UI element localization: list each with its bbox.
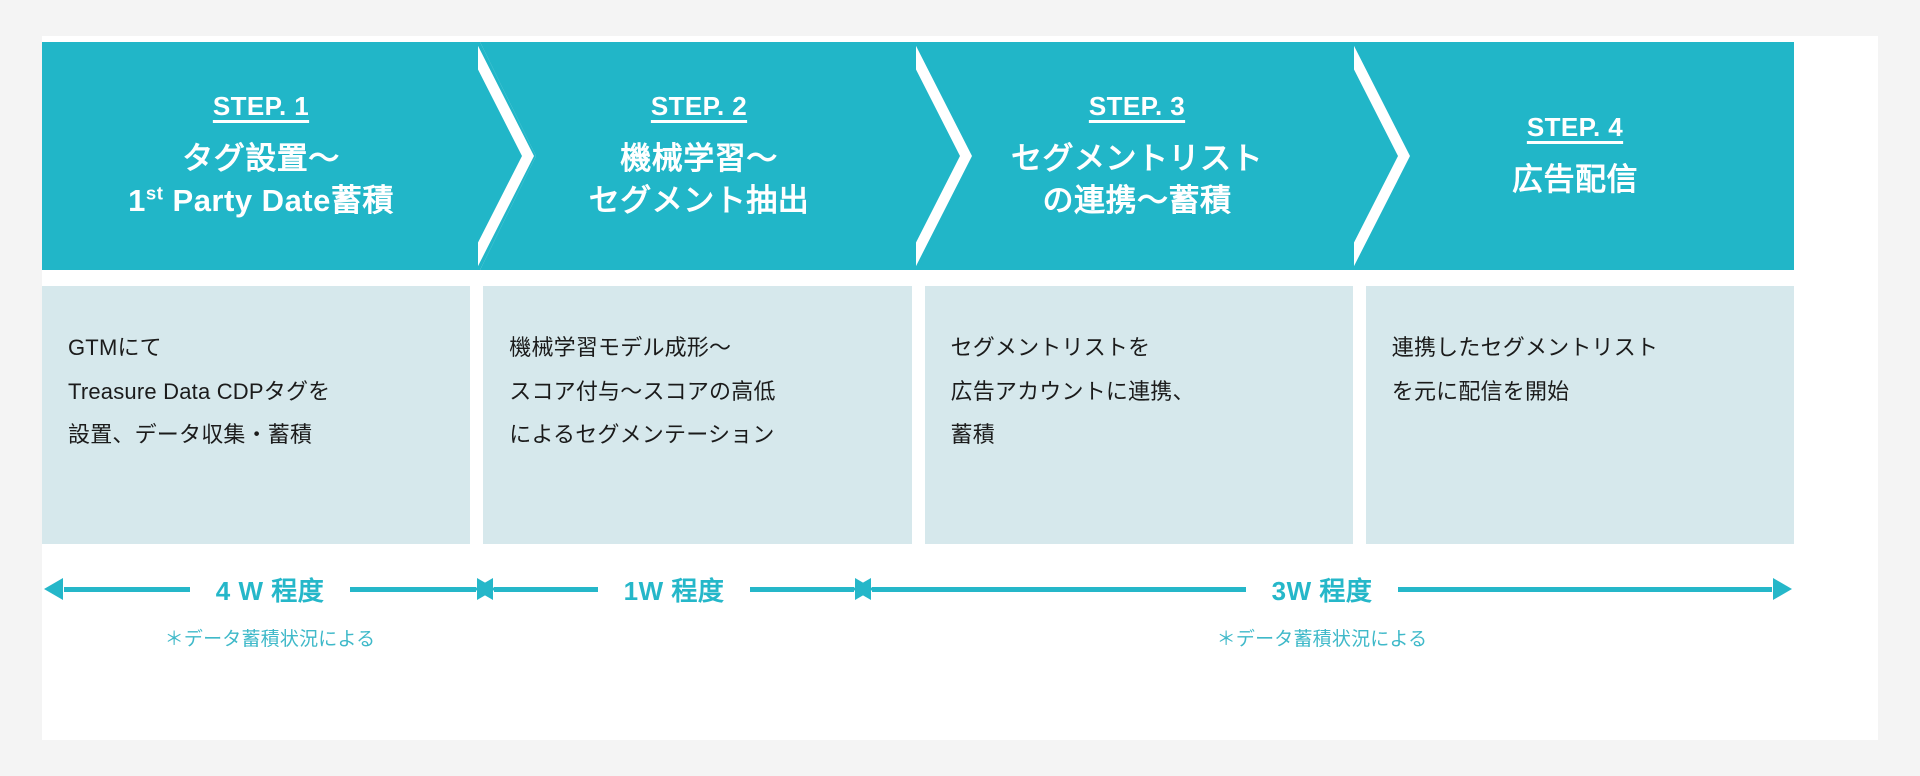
step-header-2[interactable]: STEP. 2 機械学習〜 セグメント抽出 <box>480 42 974 270</box>
step-title-2: 機械学習〜 セグメント抽出 <box>589 138 810 221</box>
timeline-segment-1: 4 W 程度 ＊データ蓄積状況による <box>64 566 477 676</box>
step-title-3: セグメントリスト の連携〜蓄積 <box>1011 138 1263 221</box>
arrow-left-icon <box>64 586 190 592</box>
timeline-segment-2: 1W 程度 <box>494 566 855 676</box>
step-body-line: 機械学習モデル成形〜 <box>509 335 732 360</box>
step-header-1[interactable]: STEP. 1 タグ設置〜 1st Party Date蓄積 <box>42 42 536 270</box>
timeline-arrow-1: 4 W 程度 <box>64 566 477 612</box>
step-number-label-1: STEP. 1 <box>212 90 310 121</box>
timeline-note-1: ＊データ蓄積状況による <box>164 629 376 650</box>
step-title-line2-1: 1st Party Date蓄積 <box>128 180 394 222</box>
timeline-label-1: 4 W 程度 <box>215 575 325 606</box>
step-body-2: 機械学習モデル成形〜 スコア付与〜スコアの高低 によるセグメンテーション <box>483 286 912 544</box>
step-header-3[interactable]: STEP. 3 セグメントリスト の連携〜蓄積 <box>918 42 1412 270</box>
arrow-right-icon <box>1398 586 1773 592</box>
step-title-line1-4: 広告配信 <box>1512 161 1638 197</box>
step-body-line: 広告アカウントに連携、 <box>950 378 1195 404</box>
arrow-left-icon <box>872 586 1246 592</box>
step-title-line2-2: セグメント抽出 <box>588 182 810 218</box>
step-title-line2-3: の連携〜蓄積 <box>1042 182 1232 218</box>
step-number-label-4: STEP. 4 <box>1526 111 1624 142</box>
timeline-label-2: 1W 程度 <box>623 575 725 606</box>
step-title-line1-1: タグ設置〜 <box>182 140 340 176</box>
step-number-label-2: STEP. 2 <box>650 90 748 121</box>
timeline-label-3: 3W 程度 <box>1271 575 1373 606</box>
timeline-arrow-3: 3W 程度 <box>872 566 1773 612</box>
step-body-row: GTMにて Treasure Data CDPタグを 設置、データ収集・蓄積 機… <box>42 286 1794 544</box>
step-body-1: GTMにて Treasure Data CDPタグを 設置、データ収集・蓄積 <box>42 286 471 544</box>
timeline-segment-3: 3W 程度 ＊データ蓄積状況による <box>872 566 1773 676</box>
step-number-label-3: STEP. 3 <box>1088 90 1186 121</box>
step-header-band: STEP. 1 タグ設置〜 1st Party Date蓄積 STEP. 2 機… <box>42 42 1794 270</box>
step-body-line: 蓄積 <box>950 422 995 448</box>
step-title-line1-2: 機械学習〜 <box>620 140 778 176</box>
timeline-note-3: ＊データ蓄積状況による <box>1216 629 1428 650</box>
arrow-left-icon <box>494 586 598 592</box>
step-title-1: タグ設置〜 1st Party Date蓄積 <box>128 138 394 221</box>
step-body-3: セグメントリストを 広告アカウントに連携、 蓄積 <box>924 286 1353 544</box>
step-title-4: 広告配信 <box>1512 159 1638 201</box>
step-header-4[interactable]: STEP. 4 広告配信 <box>1356 42 1794 270</box>
step-body-line: 設置、データ収集・蓄積 <box>68 422 313 448</box>
step-body-line: によるセグメンテーション <box>509 422 775 448</box>
timeline-row: 4 W 程度 ＊データ蓄積状況による 1W 程度 3W 程度 ＊データ蓄積状況に… <box>42 566 1822 676</box>
step-body-line: GTMにて <box>68 335 162 360</box>
step-body-line: を元に配信を開始 <box>1391 378 1570 404</box>
step-title-superscript-1: st <box>145 182 164 204</box>
step-body-4: 連携したセグメントリスト を元に配信を開始 <box>1365 286 1794 544</box>
timeline-arrow-2: 1W 程度 <box>494 566 855 612</box>
step-body-line: セグメントリストを <box>950 335 1151 360</box>
step-title-line2-pre-1: 1 <box>128 182 146 218</box>
arrow-right-icon <box>750 586 855 592</box>
step-body-line: Treasure Data CDPタグを <box>68 378 331 404</box>
step-title-line2-post-1: Party Date蓄積 <box>163 182 394 218</box>
arrow-right-icon <box>350 586 477 592</box>
step-title-line1-3: セグメントリスト <box>1011 140 1263 176</box>
step-body-line: スコア付与〜スコアの高低 <box>509 378 776 404</box>
step-body-line: 連携したセグメントリスト <box>1391 335 1659 360</box>
